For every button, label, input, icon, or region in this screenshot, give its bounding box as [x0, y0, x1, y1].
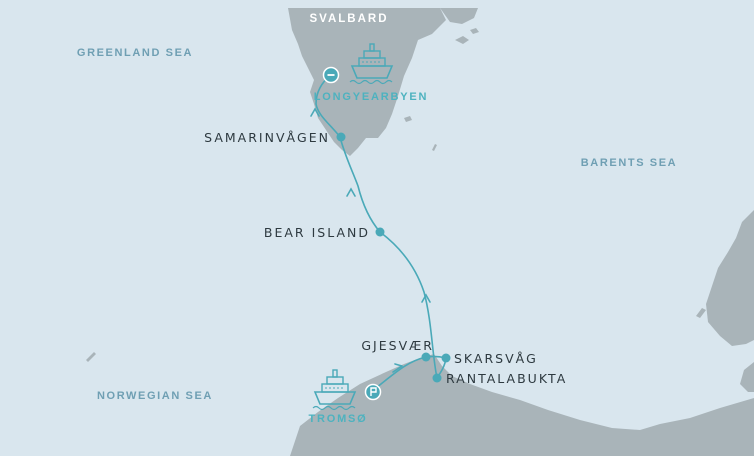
port-label-longyearbyen[interactable]: LONGYEARBYEN	[314, 91, 429, 103]
marker-rantalabukta[interactable]	[432, 373, 442, 383]
stop-label-gjesvaer[interactable]: GJESVÆR	[361, 338, 434, 353]
russia-land	[696, 210, 754, 392]
cruise-route	[315, 75, 447, 392]
svalbard-land	[288, 8, 479, 156]
direction-arrows	[310, 107, 431, 373]
marker-bear-island[interactable]	[375, 227, 385, 237]
arrowhead-icon	[346, 187, 356, 197]
end-circle-icon[interactable]	[322, 66, 340, 84]
port-label-tromso[interactable]: TROMSØ	[308, 413, 367, 425]
sea-label-barents: BARENTS SEA	[581, 157, 677, 169]
stop-label-skarsvag[interactable]: SKARSVÅG	[454, 351, 538, 366]
stop-label-samarinvagen[interactable]: SAMARINVÅGEN	[204, 130, 330, 145]
arrowhead-icon	[392, 363, 403, 373]
sea-label-norwegian: NORWEGIAN SEA	[97, 390, 213, 402]
stop-label-bear-island[interactable]: BEAR ISLAND	[264, 225, 370, 240]
sea-label-greenland: GREENLAND SEA	[77, 47, 193, 59]
start-flag-icon[interactable]	[364, 383, 382, 401]
arrowhead-icon	[310, 107, 320, 117]
region-label-svalbard: SVALBARD	[309, 13, 388, 25]
marker-samarinvagen[interactable]	[336, 132, 346, 142]
arrowhead-icon	[421, 293, 431, 303]
marker-gjesvaer[interactable]	[421, 352, 431, 362]
small-island-norwegian-sea	[86, 352, 96, 362]
marker-skarsvag[interactable]	[441, 353, 451, 363]
stop-label-rantalabukta[interactable]: RANTALABUKTA	[446, 371, 567, 386]
stop-markers	[336, 132, 451, 383]
